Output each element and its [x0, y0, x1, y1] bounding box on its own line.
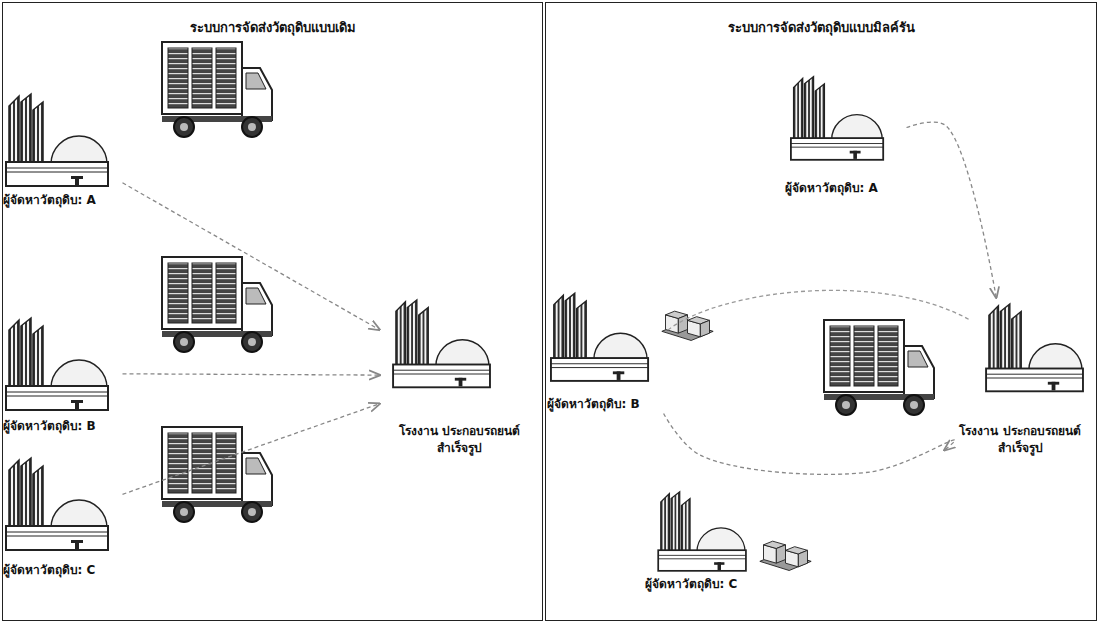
- node-label: ผู้จัดหาวัตถุดิบ: A: [3, 192, 123, 209]
- factory-icon: [393, 300, 490, 387]
- truck-icon: [162, 42, 272, 137]
- assembly-plant: โรงงาน ประกอบรถยนต์สำเร็จรูป: [945, 298, 1096, 458]
- panel-title: ระบบการจัดส่งวัตถุดิบแบบเดิม: [3, 17, 542, 38]
- supplier-node: ผู้จัดหาวัตถุดิบ: B: [547, 286, 669, 414]
- truck-icon: [162, 257, 272, 352]
- factory-icon: [6, 318, 108, 410]
- node-label: ผู้จัดหาวัตถุดิบ: A: [785, 180, 907, 197]
- node-label: ผู้จัดหาวัตถุดิบ: C: [645, 576, 767, 593]
- supplier-node: ผู้จัดหาวัตถุดิบ: A: [785, 66, 907, 198]
- node-label: ผู้จัดหาวัตถุดิบ: B: [3, 418, 123, 435]
- factory-icon: [986, 304, 1083, 391]
- factory-icon: [658, 492, 746, 571]
- factory-icon: [791, 77, 883, 160]
- delivery-route: [907, 122, 997, 297]
- node-label: โรงงาน ประกอบรถยนต์สำเร็จรูป: [380, 423, 540, 458]
- node-label: โรงงาน ประกอบรถยนต์สำเร็จรูป: [945, 423, 1096, 458]
- supplier-node: ผู้จัดหาวัตถุดิบ: A: [3, 88, 123, 210]
- factory-icon: [551, 293, 648, 381]
- truck-icon: [824, 320, 934, 415]
- panel-title: ระบบการจัดส่งวัตถุดิบแบบมิลค์รัน: [546, 17, 1096, 38]
- system-panel: ระบบการจัดส่งวัตถุดิบแบบเดิมผู้จัดหาวัตถ…: [2, 2, 543, 621]
- system-panel: ระบบการจัดส่งวัตถุดิบแบบมิลค์รันผู้จัดหา…: [545, 2, 1097, 621]
- factory-icon: [6, 458, 108, 550]
- supplier-node: ผู้จัดหาวัตถุดิบ: C: [3, 452, 123, 580]
- assembly-plant: โรงงาน ประกอบรถยนต์สำเร็จรูป: [380, 294, 540, 458]
- node-label: ผู้จัดหาวัตถุดิบ: C: [3, 562, 123, 579]
- delivery-route: [123, 404, 380, 495]
- factory-icon: [6, 94, 108, 186]
- delivery-route: [123, 183, 380, 330]
- truck-icon: [162, 427, 272, 522]
- pallet-icon: [760, 541, 811, 570]
- delivery-route: [664, 414, 955, 475]
- node-label: ผู้จัดหาวัตถุดิบ: B: [547, 396, 669, 413]
- pallet-icon: [662, 311, 713, 340]
- route-arc: [668, 290, 970, 330]
- delivery-route: [123, 374, 380, 375]
- supplier-node: ผู้จัดหาวัตถุดิบ: C: [645, 484, 767, 594]
- supplier-node: ผู้จัดหาวัตถุดิบ: B: [3, 312, 123, 436]
